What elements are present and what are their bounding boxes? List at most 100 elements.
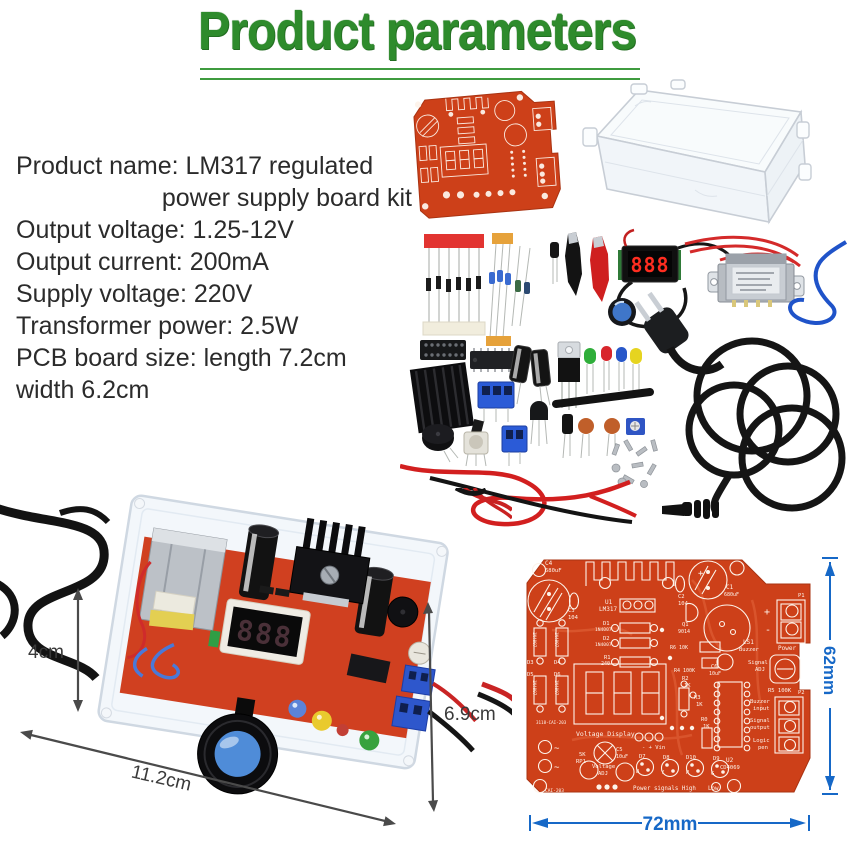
potentiometer bbox=[463, 419, 489, 467]
case-screws bbox=[100, 498, 448, 767]
svg-text:~: ~ bbox=[554, 744, 560, 754]
heatsink-lm317 bbox=[288, 517, 371, 608]
svg-text:-: - bbox=[765, 625, 771, 636]
svg-text:D6: D6 bbox=[554, 672, 561, 678]
svg-text:D7: D7 bbox=[639, 754, 646, 760]
svg-text:240: 240 bbox=[601, 661, 610, 667]
pcb-silkscreen-text: C4 680uF C3 104 U1 LM317 D1 1N4007 D2 1N… bbox=[527, 560, 805, 794]
ceramic-caps bbox=[578, 418, 620, 459]
cord-plug-end bbox=[662, 499, 719, 519]
adjust-knob bbox=[197, 697, 279, 795]
spec-output-current: Output current: 200mA bbox=[16, 248, 269, 276]
svg-text:Power: Power bbox=[778, 645, 796, 652]
svg-text:B: B bbox=[636, 769, 640, 775]
svg-text:C2: C2 bbox=[678, 594, 685, 600]
pcb-pads bbox=[547, 570, 725, 790]
svg-text:LS1: LS1 bbox=[743, 639, 754, 646]
transformer bbox=[707, 253, 805, 307]
acrylic-case-photo bbox=[582, 79, 812, 225]
blue-jumper-wires bbox=[133, 643, 180, 680]
svg-text:CD4069: CD4069 bbox=[720, 765, 740, 771]
svg-text:D9: D9 bbox=[713, 756, 720, 762]
transistor bbox=[530, 401, 548, 446]
product-specs: Product name: LM317 regulated power supp… bbox=[16, 150, 412, 406]
svg-text:ADJ: ADJ bbox=[598, 771, 608, 777]
spec-transformer-power: Transformer power: 2.5W bbox=[16, 312, 299, 340]
page-title-text: Product parameters bbox=[198, 1, 637, 61]
acrylic-case bbox=[595, 89, 806, 225]
svg-text:C4: C4 bbox=[545, 560, 553, 567]
title-underline-2 bbox=[200, 78, 640, 80]
dim-62mm bbox=[822, 557, 838, 795]
svg-text:D10: D10 bbox=[686, 755, 696, 761]
led-yellow bbox=[630, 348, 642, 394]
alligator-clip-red bbox=[590, 236, 609, 302]
svg-text:D8: D8 bbox=[663, 755, 670, 761]
svg-text:Q1: Q1 bbox=[682, 622, 689, 628]
green-component bbox=[208, 630, 221, 648]
svg-text:Power signals High: Power signals High bbox=[633, 786, 696, 792]
svg-text:680uF: 680uF bbox=[545, 568, 562, 574]
svg-text:Signal: Signal bbox=[748, 660, 768, 666]
kit-components-photo: 888 bbox=[400, 228, 848, 527]
buzzer-on-board bbox=[387, 596, 419, 628]
svg-text:10uF: 10uF bbox=[709, 671, 721, 677]
power-cord bbox=[662, 337, 846, 519]
led-red bbox=[601, 346, 612, 392]
svg-text:5K: 5K bbox=[579, 752, 586, 758]
spec-product-name-2: power supply board kit bbox=[161, 184, 412, 212]
screws bbox=[611, 439, 658, 488]
insulation-rod bbox=[552, 388, 654, 408]
ic-socket bbox=[420, 340, 466, 360]
indicator-leds bbox=[288, 699, 380, 751]
dimension-label-height: 4cm bbox=[28, 642, 64, 663]
svg-text:R5 100K: R5 100K bbox=[768, 688, 792, 694]
voltmeter-module: 888 bbox=[615, 228, 732, 329]
svg-text:C6: C6 bbox=[711, 664, 718, 670]
svg-text:C1: C1 bbox=[726, 584, 734, 591]
diode-strip bbox=[422, 234, 486, 336]
svg-text:1N4007: 1N4007 bbox=[532, 632, 537, 648]
svg-text:Voltage: Voltage bbox=[592, 764, 615, 770]
power-plug bbox=[634, 291, 725, 375]
svg-text:U1: U1 bbox=[605, 599, 613, 606]
dimension-label-72mm: 72mm bbox=[643, 814, 698, 835]
svg-text:P1: P1 bbox=[798, 593, 805, 599]
svg-text:- + Vin: - + Vin bbox=[642, 745, 665, 751]
heatsink bbox=[409, 362, 475, 434]
pcb-layout-diagram: C4 680uF C3 104 U1 LM317 D1 1N4007 D2 1N… bbox=[526, 557, 839, 835]
dimension-label-62mm: 62mm bbox=[820, 646, 839, 695]
svg-text:R4 100K: R4 100K bbox=[674, 668, 695, 674]
svg-text:Buzzer: Buzzer bbox=[739, 647, 760, 653]
page-title: Product parameters bbox=[198, 0, 658, 66]
knob-cap bbox=[608, 298, 636, 326]
led-set bbox=[584, 346, 642, 394]
svg-text:Low: Low bbox=[708, 786, 719, 792]
svg-text:D5: D5 bbox=[527, 672, 534, 678]
capacitor-small-2 bbox=[562, 414, 573, 459]
spec-supply-voltage: Supply voltage: 220V bbox=[16, 280, 253, 308]
capacitor-small bbox=[550, 242, 559, 284]
buzzer bbox=[422, 424, 459, 463]
dim-72mm bbox=[529, 815, 810, 831]
svg-text:~: ~ bbox=[554, 763, 560, 773]
svg-text:R: R bbox=[686, 770, 690, 776]
svg-text:680uF: 680uF bbox=[724, 592, 739, 598]
transformer-assembled bbox=[138, 527, 228, 632]
svg-text:input: input bbox=[753, 706, 770, 712]
terminal-blocks bbox=[391, 664, 436, 732]
svg-text:Signal: Signal bbox=[750, 718, 770, 724]
svg-text:1K: 1K bbox=[684, 683, 691, 689]
svg-text:CAI-203: CAI-203 bbox=[545, 788, 564, 794]
ic-on-board bbox=[346, 653, 391, 684]
svg-text:output: output bbox=[750, 725, 770, 731]
dim-6-9cm: 6.9cm bbox=[423, 602, 496, 812]
led-blue bbox=[616, 347, 627, 391]
svg-text:1N4007: 1N4007 bbox=[532, 680, 537, 696]
svg-text:R0: R0 bbox=[701, 717, 708, 723]
svg-text:104: 104 bbox=[678, 601, 689, 607]
spec-pcb-size-2: width 6.2cm bbox=[16, 376, 150, 404]
led-green bbox=[584, 348, 596, 394]
svg-text:R6 10K: R6 10K bbox=[670, 645, 688, 651]
svg-text:1N4007: 1N4007 bbox=[554, 632, 559, 648]
